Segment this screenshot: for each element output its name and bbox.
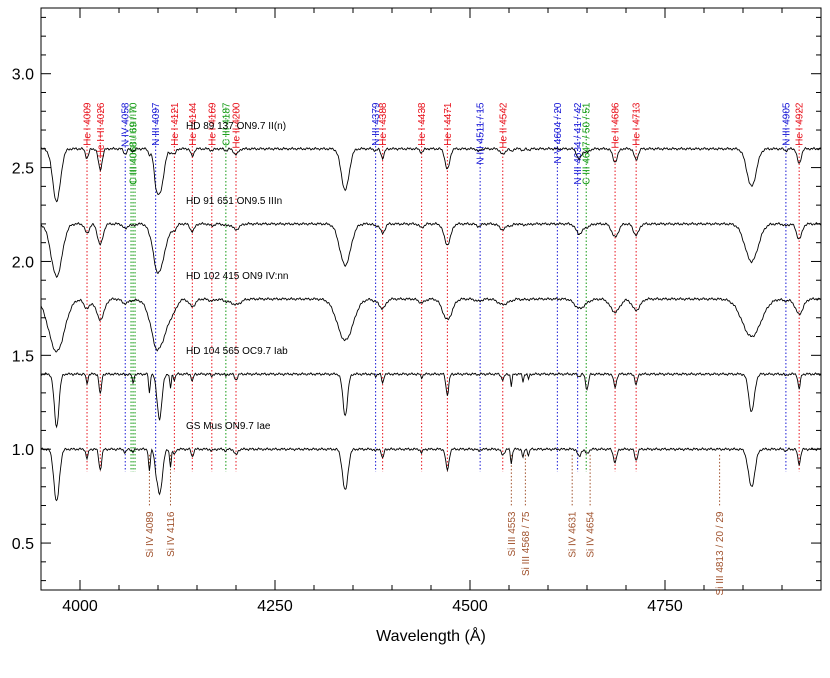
y-tick-label: 1.5 <box>12 348 34 365</box>
spectrum-line <box>40 372 822 429</box>
line-id-label: He I 4169 <box>207 102 218 146</box>
si-id-label: Si III 4568 / 75 <box>521 511 532 576</box>
star-label: HD 89 137 ON9.7 II(n) <box>186 121 286 132</box>
line-id-label: He I 4438 <box>417 102 428 146</box>
x-tick-label: 4000 <box>62 598 98 615</box>
line-id-label: N V 4604 / 20 <box>553 102 564 164</box>
line-id-label: N III 4634 / 41 / 42 <box>573 102 584 185</box>
line-id-label: He II 4542 <box>498 102 509 149</box>
line-id-label: He I+II 4026 <box>96 102 107 157</box>
axis-ticks: 4000 4250 4500 4750 0.5 1.0 1.5 2.0 2.5 3.0 <box>12 8 821 615</box>
spectrum-line <box>40 146 822 203</box>
star-label: GS Mus ON9.7 Iae <box>186 421 271 432</box>
x-tick-label: 4250 <box>257 598 293 615</box>
y-tick-label: 2.5 <box>12 161 34 178</box>
star-labels: HD 89 137 ON9.7 II(n) HD 91 651 ON9.5 III… <box>186 121 288 432</box>
si-id-label: Si IV 4116 <box>166 511 177 557</box>
line-id-label: He I 4713 <box>632 102 643 146</box>
line-id-markers <box>86 107 800 506</box>
x-axis-label: Wavelength (Å) <box>376 626 486 645</box>
spectra-series <box>40 146 822 502</box>
star-label: HD 91 651 ON9.5 IIIn <box>186 196 282 207</box>
line-id-label: He II 4686 <box>611 102 622 149</box>
line-id-label: N III 4511 / 15 <box>476 102 487 165</box>
line-id-label: He I 4388 <box>378 102 389 146</box>
line-id-label: N III 4379 <box>371 102 382 146</box>
line-id-label: C III 4187 <box>221 102 232 146</box>
line-id-label: He I 4009 <box>83 102 94 146</box>
line-id-label: He I 4121 <box>170 102 181 146</box>
x-tick-label: 4500 <box>452 598 488 615</box>
line-id-label: C III 4068 / 69 / 70 <box>129 102 140 185</box>
y-tick-label: 2.0 <box>12 254 34 271</box>
si-id-label: Si III 4553 <box>507 511 518 556</box>
si-id-label: Si III 4813 / 20 / 29 <box>715 511 726 595</box>
star-label: HD 102 415 ON9 IV:nn <box>186 271 288 282</box>
star-label: HD 104 565 OC9.7 Iab <box>186 346 288 357</box>
line-id-label: C III 4647 / 50 / 51 <box>582 102 593 185</box>
line-id-label: He I 4922 <box>795 102 806 146</box>
spectrum-line <box>40 221 822 278</box>
y-tick-label: 0.5 <box>12 536 34 553</box>
si-id-label: Si IV 4654 <box>586 511 597 558</box>
y-tick-label: 3.0 <box>12 67 34 84</box>
y-tick-label: 1.0 <box>12 442 34 459</box>
spectrum-line <box>40 447 822 502</box>
line-id-label: He I 4144 <box>188 102 199 146</box>
line-id-label: N III 4097 <box>151 102 162 146</box>
si-id-label: Si IV 4631 <box>568 511 579 558</box>
line-id-label: He II 4200 <box>232 102 243 149</box>
line-id-label: N IV 4058 <box>121 102 132 147</box>
line-id-label: N III 4905 <box>781 102 792 146</box>
line-id-label: He I 4471 <box>443 102 454 146</box>
si-id-label: Si IV 4089 <box>145 511 156 558</box>
x-tick-label: 4750 <box>647 598 683 615</box>
spectrum-line <box>40 297 822 353</box>
